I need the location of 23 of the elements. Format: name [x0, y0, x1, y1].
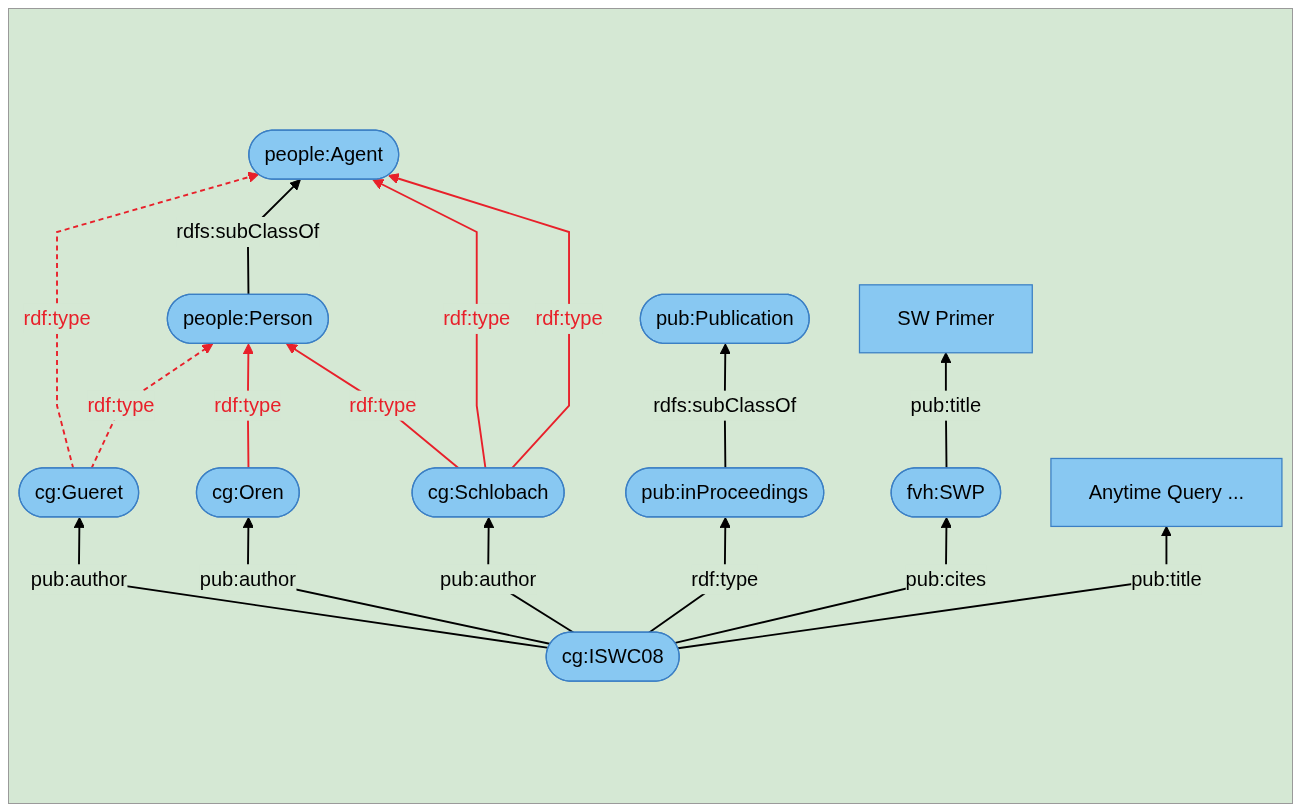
arrow	[677, 526, 1172, 650]
edge-label: rdf:type	[87, 394, 155, 417]
node-box: SW Primer	[858, 284, 1033, 354]
edge-label: pub:cites	[905, 568, 987, 590]
edge-label: pub:author	[199, 568, 296, 590]
edge-label: rdfs:subClassOf	[176, 221, 320, 243]
arrow	[286, 343, 460, 470]
edge-label: rdfs:subClassOf	[653, 394, 797, 417]
edge-label: rdf:type	[535, 307, 603, 330]
edge-label: rdf:type	[23, 307, 91, 330]
edge-label: rdf:type	[691, 568, 759, 590]
arrow	[372, 179, 487, 470]
node-box: Anytime Query ...	[1050, 458, 1283, 528]
edge-label: rdf:type	[443, 307, 511, 330]
edge-label: pub:title	[910, 394, 982, 417]
arrow	[674, 517, 952, 645]
edge-label: pub:author	[439, 568, 537, 590]
edge-label: rdf:type	[214, 394, 282, 417]
arrow	[388, 173, 570, 470]
edge-label: rdf:type	[349, 394, 417, 417]
edge-label: pub:title	[1131, 568, 1202, 590]
arrow	[73, 517, 550, 650]
edge-label: pub:author	[30, 568, 127, 590]
